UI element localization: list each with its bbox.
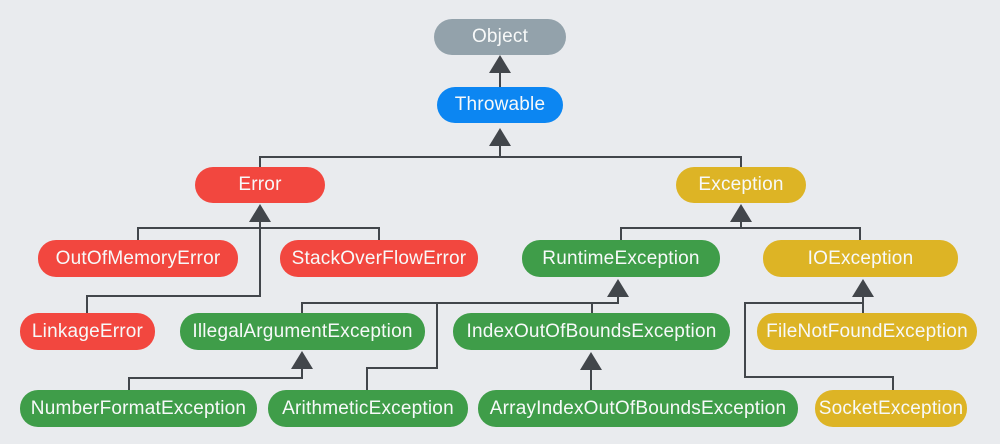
connector-line — [892, 376, 894, 390]
connector-line — [744, 302, 746, 378]
node-linkage-error: LinkageError — [20, 313, 155, 350]
node-arithmetic-exception: ArithmeticException — [268, 390, 468, 427]
connector-line — [301, 368, 303, 378]
arrow-up-icon — [489, 128, 511, 146]
connector-line — [259, 156, 261, 168]
arrow-up-icon — [580, 352, 602, 370]
connector-line — [128, 377, 130, 390]
connector-line — [137, 227, 139, 241]
arrow-up-icon — [249, 204, 271, 222]
connector-line — [366, 367, 368, 390]
connector-line — [590, 369, 592, 390]
node-error: Error — [195, 167, 325, 203]
connector-line — [259, 222, 261, 229]
connector-line — [591, 302, 593, 314]
connector-line — [259, 156, 742, 158]
arrow-up-icon — [489, 55, 511, 73]
connector-line — [499, 72, 501, 87]
connector-line — [859, 227, 861, 241]
connector-line — [366, 367, 438, 369]
node-object: Object — [434, 19, 566, 55]
node-stack-overflow-error: StackOverFlowError — [280, 240, 478, 277]
connector-line — [128, 377, 303, 379]
connector-line — [740, 156, 742, 168]
connector-line — [617, 296, 619, 303]
connector-line — [301, 302, 303, 314]
connector-line — [620, 227, 622, 241]
arrow-up-icon — [607, 279, 629, 297]
connector-line — [744, 376, 894, 378]
arrow-up-icon — [291, 351, 313, 369]
connector-line — [740, 222, 742, 229]
node-io-exception: IOException — [763, 240, 958, 277]
connector-line — [86, 295, 261, 297]
connector-line — [301, 302, 619, 304]
arrow-up-icon — [730, 204, 752, 222]
node-throwable: Throwable — [437, 87, 563, 123]
connector-line — [862, 296, 864, 313]
connector-line — [259, 227, 261, 296]
node-illegal-argument-exception: IllegalArgumentException — [180, 313, 425, 350]
connector-line — [499, 146, 501, 157]
node-file-not-found-exception: FileNotFoundException — [757, 313, 977, 350]
node-out-of-memory-error: OutOfMemoryError — [38, 240, 238, 277]
connector-line — [137, 227, 380, 229]
connector-line — [378, 227, 380, 241]
node-index-out-of-bounds-exception: IndexOutOfBoundsException — [453, 313, 730, 350]
arrow-up-icon — [852, 279, 874, 297]
node-exception: Exception — [676, 167, 806, 203]
node-runtime-exception: RuntimeException — [522, 240, 720, 277]
connector-line — [436, 302, 438, 368]
connector-line — [744, 302, 864, 304]
node-number-format-exception: NumberFormatException — [20, 390, 257, 427]
node-array-index-out-of-bounds-exception: ArrayIndexOutOfBoundsException — [478, 390, 798, 427]
connector-line — [86, 295, 88, 314]
connector-line — [620, 227, 861, 229]
node-socket-exception: SocketException — [815, 390, 967, 427]
